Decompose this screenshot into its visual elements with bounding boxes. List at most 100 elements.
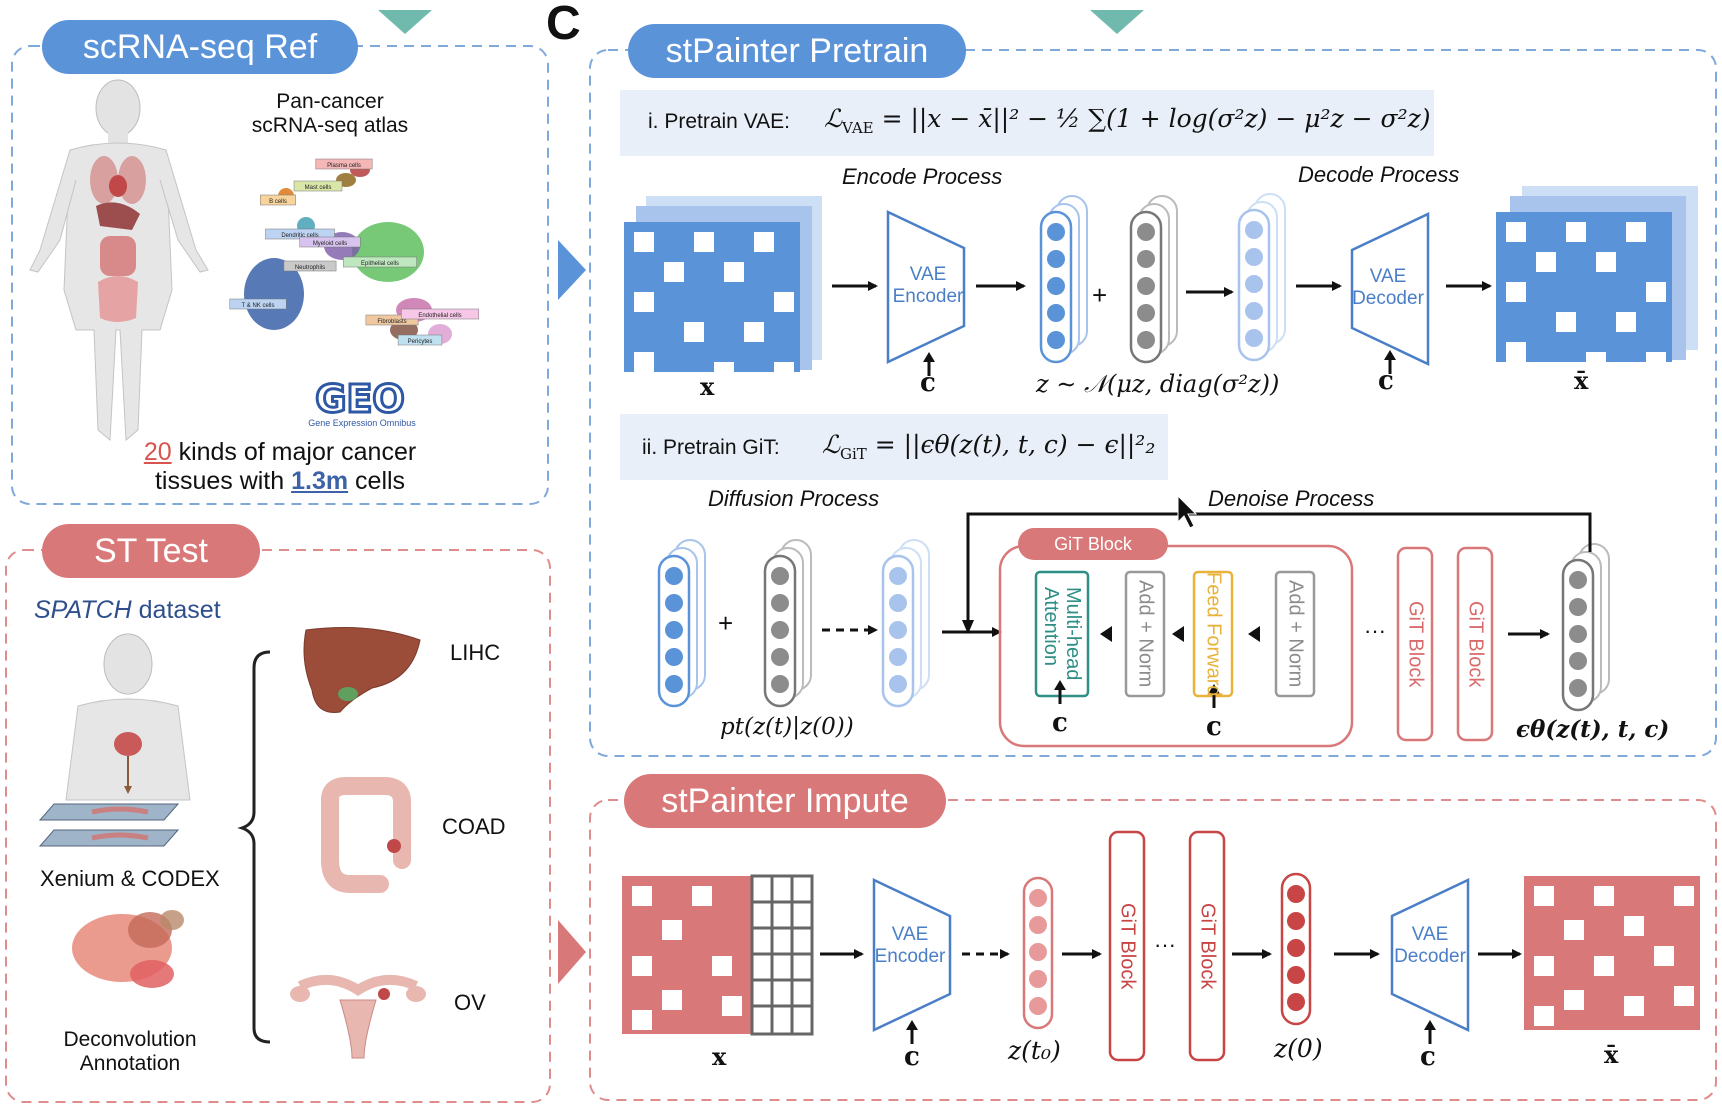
matrix-cell bbox=[1624, 996, 1644, 1016]
cell-tag-label: Plasma cells bbox=[327, 163, 361, 169]
impute-cond-dec: c bbox=[1420, 1042, 1436, 1072]
matrix-cell bbox=[1534, 886, 1554, 906]
human-body-illustration bbox=[29, 79, 209, 442]
impute-x-label: x bbox=[712, 1042, 727, 1071]
ff-sublabel: Feed Forward bbox=[1194, 571, 1232, 697]
impute-xbar-label: x̄ bbox=[1604, 1040, 1619, 1069]
zt0-node bbox=[1029, 916, 1047, 934]
z-vector-node bbox=[1245, 275, 1263, 293]
impute-cond-enc: c bbox=[904, 1042, 920, 1072]
mu-vector-node bbox=[1047, 250, 1065, 268]
cell-tag-label: Myeloid cells bbox=[313, 241, 347, 247]
impute-zt0-label: z(t₀) bbox=[1008, 1036, 1061, 1065]
impute-panel bbox=[589, 799, 1717, 1101]
z-vector-node bbox=[1245, 302, 1263, 320]
matrix-cell bbox=[724, 262, 744, 282]
mha-sublabel-text: Multi-head Attention bbox=[1040, 587, 1084, 681]
git-block-stack-2-text: GiT Block bbox=[1464, 600, 1487, 688]
sub-arrow-3 bbox=[1248, 626, 1260, 642]
st-test-title: ST Test bbox=[42, 524, 260, 578]
top-marker-left bbox=[378, 10, 432, 34]
top-marker-right bbox=[1090, 10, 1144, 34]
zt0-node bbox=[1029, 889, 1047, 907]
noise-vector-node bbox=[771, 648, 789, 666]
denoise-loop-head bbox=[962, 620, 974, 634]
impute-git-block-1: GiT Block bbox=[1110, 832, 1144, 1060]
z-distribution-label: z ∼ 𝒩(μz, diag(σ²z)) bbox=[1036, 370, 1280, 398]
matrix-cell bbox=[1654, 946, 1674, 966]
cond-arrow-mha-head bbox=[1054, 680, 1066, 690]
z0-node bbox=[1287, 966, 1305, 984]
git-loss-label: ii. Pretrain GiT: bbox=[642, 436, 780, 459]
vae-loss-band bbox=[620, 90, 1434, 156]
matrix-cell bbox=[1674, 886, 1694, 906]
pretrain-encoder-label: VAE Encoder bbox=[892, 264, 964, 307]
vae-loss-rhs: = ||x − x̄||² − ½ ∑(1 + log(σ²z) − μ²z −… bbox=[873, 104, 1431, 133]
pretrain-cond-enc: c bbox=[920, 368, 936, 398]
pretrain-panel bbox=[589, 49, 1717, 757]
pretrain-diagram bbox=[624, 186, 1698, 748]
pretrain-plus: + bbox=[1092, 280, 1108, 310]
pretrain-cond-dec: c bbox=[1378, 366, 1394, 396]
cond-arrow-dec-head bbox=[1384, 350, 1396, 360]
matrix-cell bbox=[744, 322, 764, 342]
matrix-cell bbox=[1586, 352, 1606, 372]
matrix-cell bbox=[1534, 1006, 1554, 1026]
scrna-ref-panel bbox=[11, 45, 549, 505]
impute-git-rect-1 bbox=[1108, 830, 1146, 1062]
impute-encoder-label: VAE Encoder bbox=[874, 924, 946, 967]
git-loss-sub: GiT bbox=[840, 445, 867, 463]
pretrain-decoder bbox=[1350, 212, 1430, 366]
impute-decoder-label: VAE Decoder bbox=[1394, 924, 1466, 967]
cell-tag-box bbox=[229, 298, 287, 310]
impute-title: stPainter Impute bbox=[624, 774, 946, 828]
atlas-stat-line1: 20 kinds of major cancer bbox=[60, 438, 500, 467]
cell-tag-box bbox=[365, 314, 419, 326]
panel-letter: C bbox=[546, 0, 581, 50]
matrix-cell bbox=[722, 996, 742, 1016]
mu-vector-node bbox=[1047, 223, 1065, 241]
z-vector-node bbox=[1245, 248, 1263, 266]
matrix-cell bbox=[664, 262, 684, 282]
eps-vector-node bbox=[1569, 679, 1587, 697]
eps-vector-node bbox=[1569, 571, 1587, 589]
sigma-vector-node bbox=[1137, 331, 1155, 349]
z-vector-node bbox=[1245, 329, 1263, 347]
cell-tag-box bbox=[343, 256, 417, 268]
sigma-vector-node bbox=[1137, 223, 1155, 241]
cell-tag-label: Dendritic cells bbox=[281, 233, 318, 239]
matrix-cell bbox=[1564, 990, 1584, 1010]
impute-git-block-1-text: GiT Block bbox=[1116, 902, 1139, 990]
atlas-label: Pan-cancer scRNA-seq atlas bbox=[251, 90, 409, 137]
zt-vector-node bbox=[889, 675, 907, 693]
block-cond-2: c bbox=[1206, 712, 1222, 742]
matrix-cell bbox=[662, 990, 682, 1010]
tissue-label-coad: COAD bbox=[442, 814, 506, 839]
dataset-title: SPATCH dataset bbox=[34, 596, 221, 625]
matrix-cell bbox=[714, 362, 734, 382]
tissue-label-lihc: LIHC bbox=[450, 640, 501, 665]
cell-tag-label: Endothelial cells bbox=[418, 313, 461, 319]
cond-arrow-enc-head bbox=[923, 352, 935, 362]
scrna-ref-title: scRNA-seq Ref bbox=[42, 20, 358, 74]
mu-vector-node bbox=[1047, 304, 1065, 322]
matrix-cell bbox=[1616, 312, 1636, 332]
eps-vector-node bbox=[1569, 625, 1587, 643]
st-body-illustration bbox=[65, 633, 191, 801]
tissue-brace bbox=[237, 650, 271, 1044]
eps-vector-node bbox=[1569, 598, 1587, 616]
cell-tag-box bbox=[283, 260, 337, 272]
ff-sublabel-text: Feed Forward bbox=[1202, 571, 1225, 697]
diffusion-process-title: Diffusion Process bbox=[708, 486, 880, 511]
zt-vector-node bbox=[889, 567, 907, 585]
impute-cond-arrow-dec-head bbox=[1424, 1020, 1436, 1030]
platform-label: Xenium & CODEX bbox=[40, 866, 220, 891]
z0-vector-node bbox=[665, 567, 683, 585]
matrix-cell bbox=[1594, 886, 1614, 906]
git-loss-symbol: ℒ bbox=[822, 430, 841, 459]
stat-line2-pre: tissues with bbox=[154, 467, 292, 495]
git-loss-rhs: = ||ϵθ(z(t), t, c) − ϵ||²₂ bbox=[866, 430, 1156, 459]
denoise-loop bbox=[966, 512, 1592, 628]
git-block-title: GiT Block bbox=[1018, 528, 1168, 560]
